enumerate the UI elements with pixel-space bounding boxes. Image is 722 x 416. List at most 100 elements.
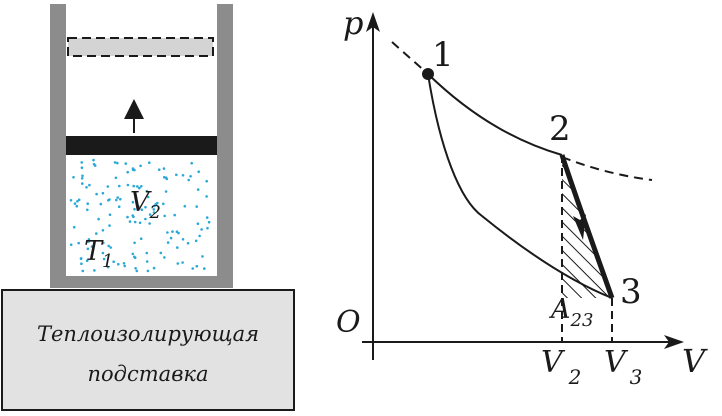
- gas-particle: [106, 185, 110, 188]
- gas-particle: [124, 162, 128, 165]
- gas-particle: [145, 251, 149, 255]
- gas-particle: [92, 162, 96, 166]
- gas-particle: [85, 259, 89, 263]
- gas-particle: [76, 200, 79, 203]
- gas-particle: [80, 161, 83, 164]
- gas-particle: [109, 246, 112, 249]
- gas-particle: [95, 232, 98, 235]
- gas-particle: [195, 264, 199, 268]
- gas-particle: [102, 257, 106, 261]
- gas-particle: [156, 201, 159, 205]
- gas-particle: [169, 236, 173, 240]
- gas-particle: [77, 198, 81, 202]
- gas-particle: [131, 214, 134, 217]
- gas-particle: [69, 243, 73, 246]
- gas-particle: [72, 225, 76, 229]
- isotherm-dashed-tail: [561, 156, 653, 181]
- gas-particle: [197, 170, 200, 173]
- gas-particle: [181, 174, 185, 177]
- gas-particle: [205, 179, 208, 183]
- x-axis-label: V: [682, 342, 708, 380]
- gas-particle: [80, 262, 83, 266]
- gas-particle: [97, 217, 100, 221]
- process-direction-arrow: [573, 214, 586, 240]
- gas-particle: [187, 178, 190, 182]
- insulating-base-caption-line2: подставка: [88, 362, 209, 386]
- gas-particle: [128, 220, 132, 223]
- gas-volume-label: V2: [130, 187, 161, 223]
- gas-particle: [176, 246, 179, 249]
- curve-1-2-isotherm: [427, 73, 563, 156]
- gas-particle: [80, 177, 84, 180]
- gas-particle: [126, 170, 129, 174]
- gas-particle: [162, 167, 166, 170]
- cylinder-left-wall: [50, 4, 66, 288]
- gas-particle: [135, 269, 139, 273]
- gas-particle: [79, 257, 83, 261]
- gas-particle: [183, 204, 187, 208]
- gas-particle: [133, 241, 136, 245]
- gas-particle: [205, 195, 208, 198]
- gas-particle: [133, 207, 136, 211]
- gas-particle: [148, 161, 151, 164]
- gas-particle: [80, 166, 84, 169]
- gas-particle: [159, 251, 163, 255]
- insulating-base: [1, 289, 295, 411]
- work-label: A23: [548, 294, 593, 331]
- gas-particle: [88, 183, 91, 187]
- gas-particle: [145, 260, 149, 263]
- gas-particle: [146, 269, 150, 273]
- point-1-dot: [422, 68, 434, 80]
- gas-particle: [123, 264, 126, 268]
- gas-particle: [203, 267, 206, 270]
- gas-particle: [117, 205, 121, 208]
- gas-particle: [87, 238, 91, 241]
- point-3-label: 3: [620, 272, 642, 312]
- work-area-hatched: [562, 155, 612, 298]
- y-axis-label: p: [343, 4, 363, 42]
- gas-particle: [157, 168, 161, 171]
- insulating-base-caption-line1: Теплоизолирующая: [37, 322, 259, 346]
- gas-particle: [166, 241, 170, 244]
- gas-particle: [122, 262, 126, 265]
- gas-particle: [163, 256, 166, 259]
- gas-particle: [144, 205, 147, 209]
- gas-particle: [112, 260, 115, 264]
- gas-particle: [92, 158, 95, 162]
- gas-particle: [164, 190, 168, 193]
- gas-particle: [77, 241, 80, 245]
- gas-particle: [69, 199, 73, 202]
- gas-particle: [134, 267, 137, 270]
- gas-particle: [108, 198, 111, 201]
- gas-particle: [93, 269, 96, 272]
- gas-particle: [176, 262, 180, 265]
- gas-particle: [118, 184, 121, 188]
- origin-label: O: [336, 305, 361, 340]
- cylinder-apparatus: V2 T1 Теплоизолирующая подставка: [1, 4, 295, 411]
- gas-particle: [86, 208, 89, 212]
- gas-particle: [196, 188, 200, 191]
- gas-particle: [114, 176, 118, 180]
- ghost-piston: [67, 37, 214, 57]
- gas-particle: [101, 191, 105, 195]
- point-1-label: 1: [432, 35, 454, 75]
- gas-particle: [139, 164, 142, 168]
- gas-particle: [152, 266, 156, 270]
- gas-particle: [85, 186, 88, 189]
- gas-particle: [138, 221, 142, 225]
- gas-particle: [181, 238, 185, 241]
- gas-particle: [86, 247, 90, 251]
- gas-particle: [101, 251, 105, 255]
- gas-region: [66, 155, 217, 276]
- gas-particle: [81, 269, 85, 273]
- gas-particle: [116, 161, 119, 165]
- gas-particle: [133, 255, 136, 259]
- gas-particle: [81, 182, 84, 185]
- gas-particle: [136, 185, 139, 188]
- gas-particle: [152, 208, 156, 211]
- gas-particle: [116, 196, 119, 199]
- gas-particle: [194, 239, 198, 243]
